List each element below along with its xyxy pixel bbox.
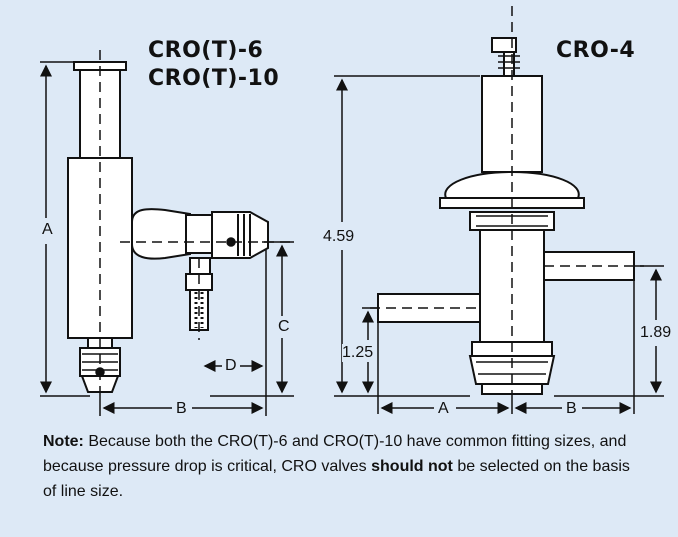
right-dim-a-label: A [438, 400, 449, 418]
right-dim-overall-height: 4.59 [323, 228, 355, 246]
left-dim-d-label: D [225, 357, 237, 375]
left-model-title-1: CRO(T)-6 [148, 38, 264, 63]
note-text-2: be selected on the basis of line size. [43, 458, 630, 500]
right-dim-high-port-height: 1.89 [640, 324, 672, 342]
right-model-title: CRO-4 [556, 38, 636, 63]
note-label: Note: [43, 433, 84, 450]
selection-note: Note: Because both the CRO(T)-6 and CRO(… [43, 429, 643, 504]
left-dimension-lines [40, 61, 294, 416]
note-text-1: Because both the CRO(T)-6 and CRO(T)-10 … [43, 433, 627, 475]
right-dim-low-port-height: 1.25 [342, 344, 374, 362]
left-dim-c-label: C [276, 318, 292, 336]
left-valve-drawing [67, 61, 269, 393]
left-model-title-2: CRO(T)-10 [148, 66, 280, 91]
right-dimension-lines [334, 75, 664, 414]
left-dim-a-label: A [40, 221, 55, 239]
right-center-lines [370, 6, 644, 398]
left-center-lines [99, 50, 290, 396]
note-emphasis: should not [371, 458, 453, 475]
right-dim-b-label: B [566, 400, 577, 418]
left-dim-b-label: B [176, 400, 187, 418]
